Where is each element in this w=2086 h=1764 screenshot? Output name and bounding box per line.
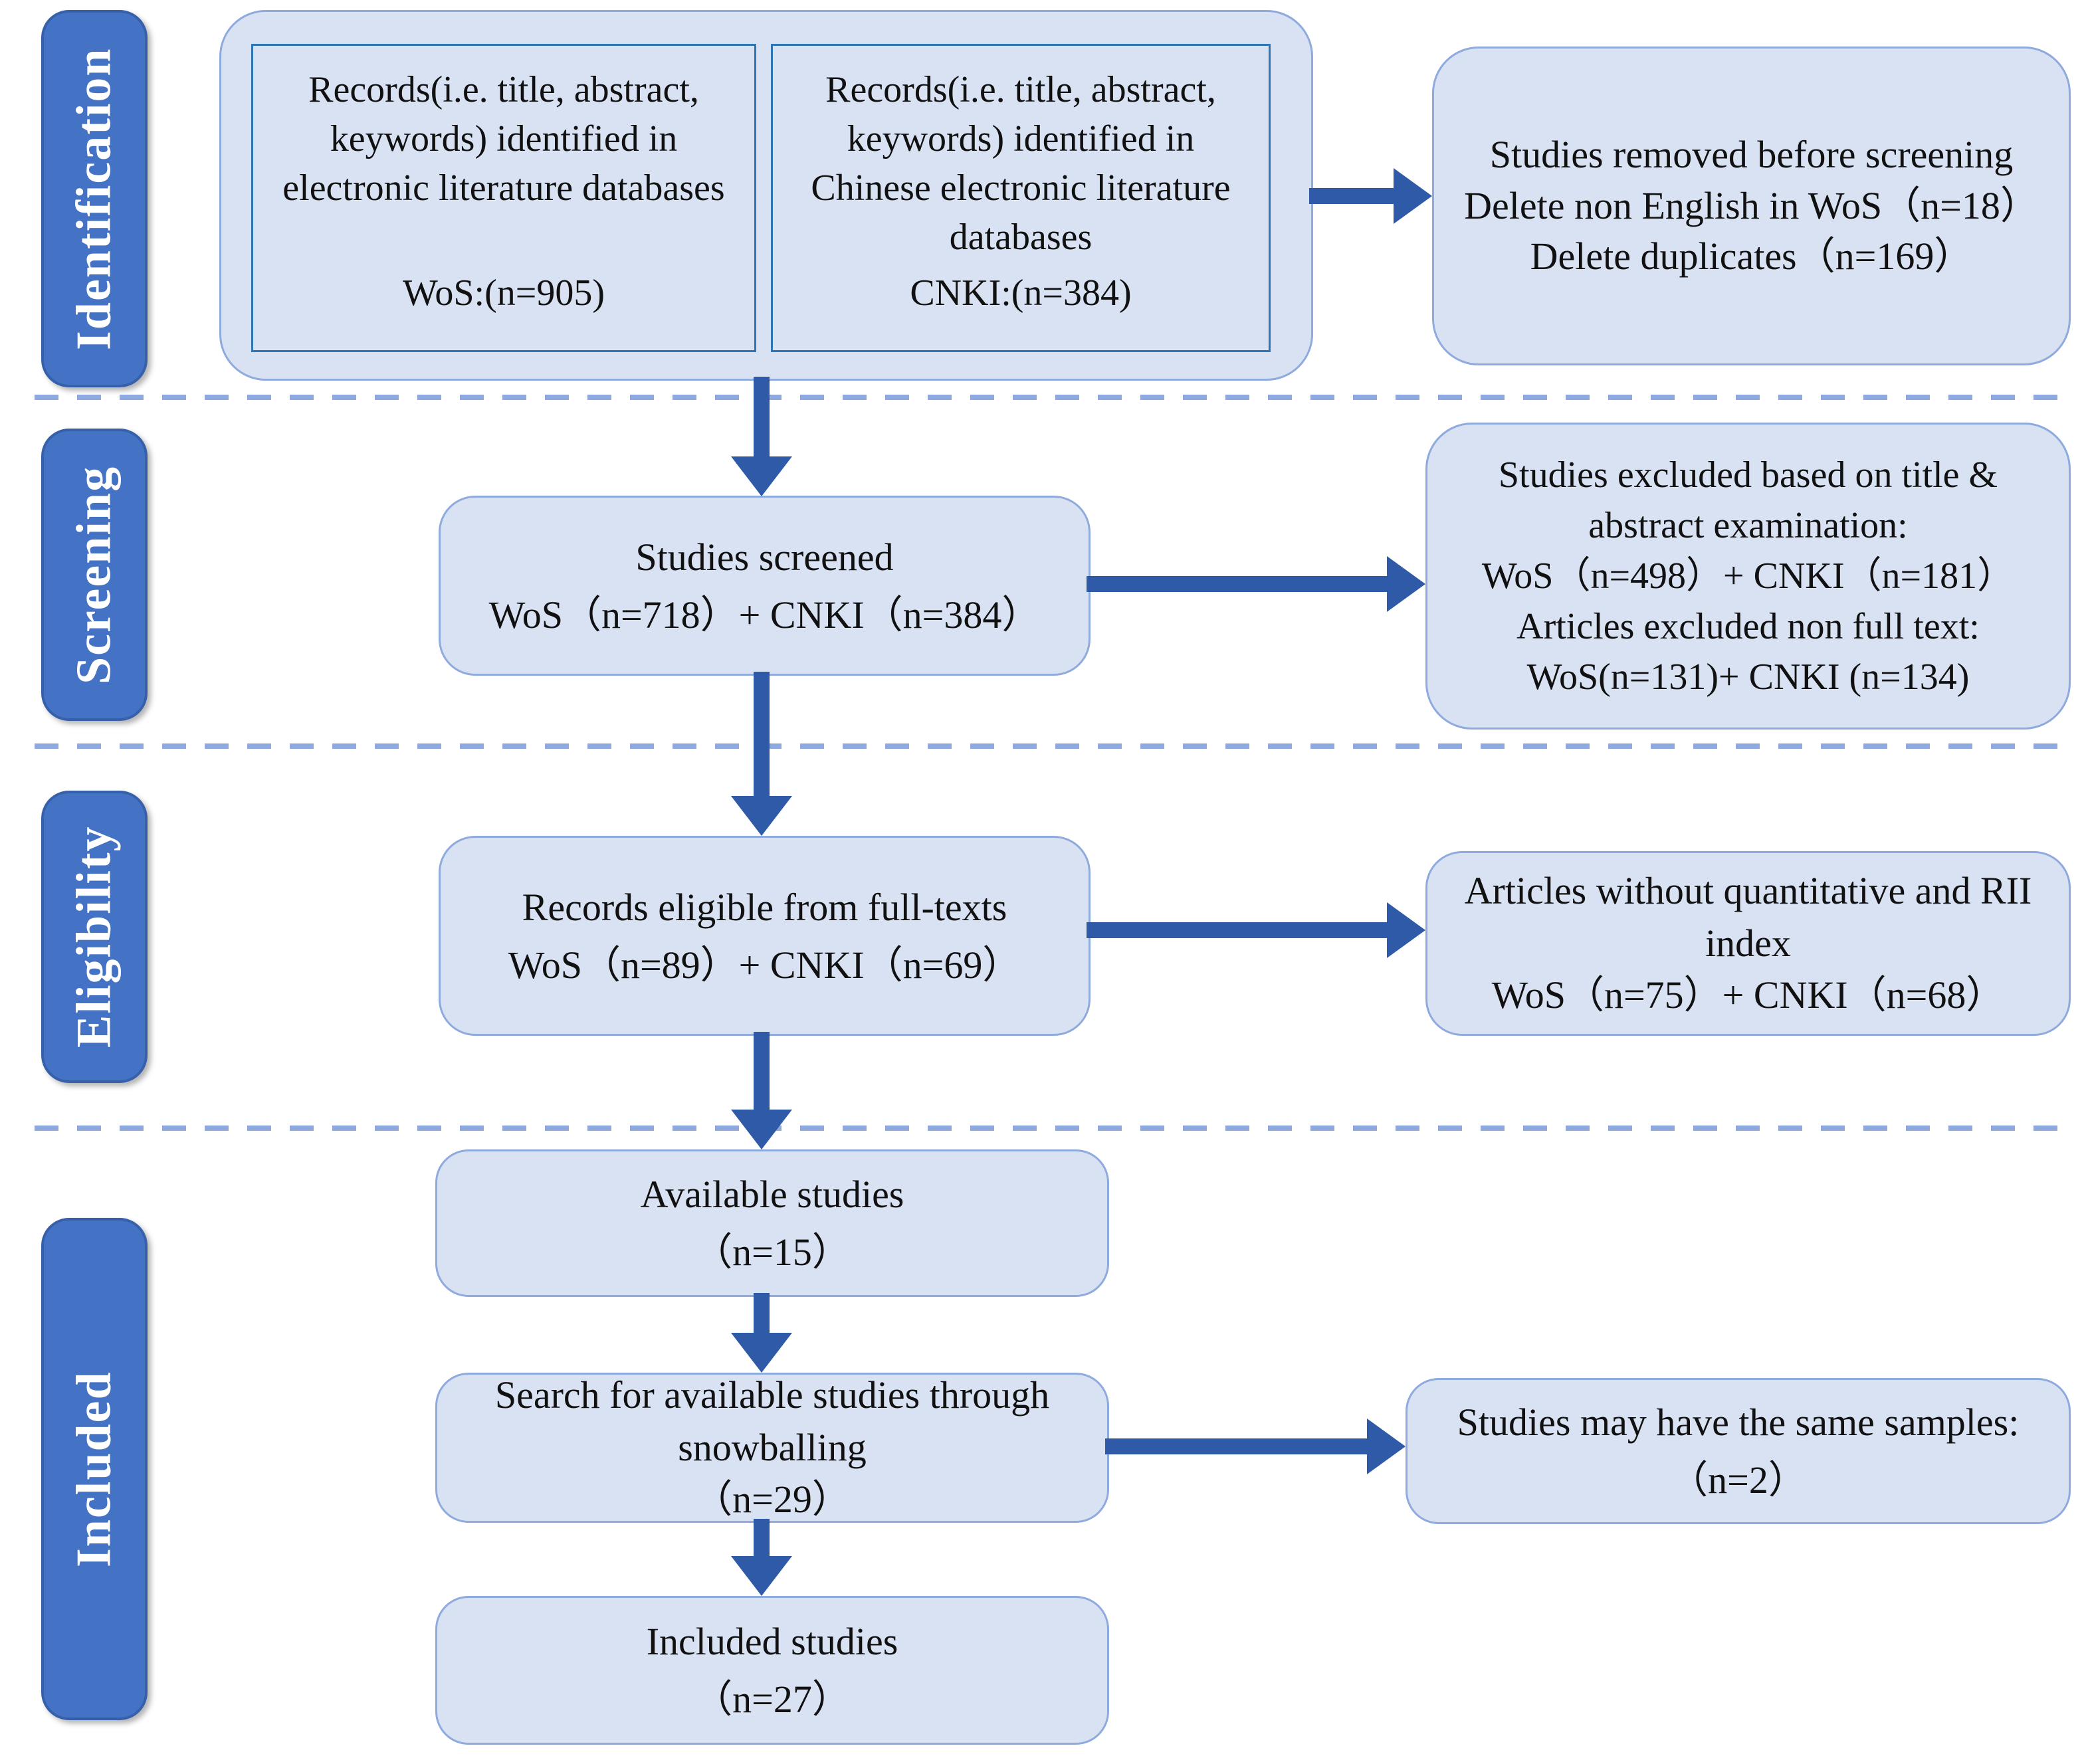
- arrow-head: [731, 456, 792, 496]
- stage-label-eligibility: Eligibility: [41, 791, 148, 1083]
- box-text-line: Articles excluded non full text:: [1516, 606, 1980, 648]
- box-text-line: Delete duplicates（n=169）: [1530, 235, 1973, 278]
- box-text-line: Studies removed before screening: [1489, 133, 2014, 177]
- box-text-line: WoS（n=718）+ CNKI（n=384）: [488, 593, 1041, 637]
- box-text-line: （n=27）: [694, 1678, 851, 1721]
- records-cnki-box: Records(i.e. title, abstract, keywords) …: [771, 44, 1271, 352]
- box-text-line: Search for available studies through: [494, 1373, 1050, 1417]
- arrow-stem: [754, 672, 770, 801]
- box-text-line: Studies screened: [635, 535, 894, 579]
- box-text-line: Included studies: [646, 1620, 898, 1663]
- arrow-stem: [1087, 576, 1391, 592]
- snowballing-box: Search for available studies through sno…: [435, 1373, 1109, 1523]
- section-divider-1: [35, 395, 2068, 400]
- articles-without-rii-box: Articles without quantitative and RII in…: [1425, 851, 2071, 1036]
- arrow-stem: [754, 1519, 770, 1561]
- box-text-line: WoS（n=89）+ CNKI（n=69）: [508, 943, 1021, 987]
- box-text-line: Records(i.e. title, abstract,: [308, 69, 699, 110]
- down-arrow-icon: [731, 1519, 792, 1596]
- box-text-line: （n=2）: [1669, 1458, 1807, 1502]
- box-text-line: index: [1705, 921, 1791, 965]
- records-eligible-box: Records eligible from full-texts WoS（n=8…: [439, 836, 1091, 1036]
- section-divider-2: [35, 743, 2068, 749]
- box-text-line: keywords) identified in: [847, 118, 1195, 159]
- arrow-head: [731, 1110, 792, 1149]
- cnki-count: CNKI:(n=384): [910, 272, 1132, 314]
- box-text-line: Records eligible from full-texts: [522, 885, 1007, 929]
- arrow-stem: [1087, 922, 1391, 938]
- box-text-line: abstract examination:: [1588, 504, 1908, 546]
- box-text-line: （n=29）: [694, 1478, 851, 1521]
- box-text-line: Chinese electronic literature: [811, 167, 1231, 209]
- studies-excluded-box: Studies excluded based on title & abstra…: [1425, 423, 2071, 730]
- right-arrow-icon: [1087, 556, 1425, 612]
- box-text-line: （n=15）: [694, 1230, 851, 1274]
- box-text-line: electronic literature databases: [282, 167, 725, 209]
- arrow-stem: [1309, 188, 1398, 204]
- box-text-line: Articles without quantitative and RII: [1464, 868, 2032, 912]
- down-arrow-icon: [731, 1032, 792, 1149]
- studies-removed-box: Studies removed before screening Delete …: [1432, 47, 2071, 365]
- arrow-stem: [754, 1032, 770, 1115]
- records-wos-box: Records(i.e. title, abstract, keywords) …: [251, 44, 756, 352]
- box-text-line: Records(i.e. title, abstract,: [825, 69, 1216, 110]
- arrow-head: [731, 1333, 792, 1373]
- included-studies-box: Included studies （n=27）: [435, 1596, 1109, 1745]
- arrow-stem: [1105, 1438, 1371, 1454]
- studies-screened-box: Studies screened WoS（n=718）+ CNKI（n=384）: [439, 496, 1091, 676]
- same-samples-box: Studies may have the same samples: （n=2）: [1406, 1378, 2071, 1524]
- right-arrow-icon: [1087, 902, 1425, 958]
- arrow-head: [1387, 556, 1425, 612]
- wos-count: WoS:(n=905): [403, 272, 605, 314]
- down-arrow-icon: [731, 1293, 792, 1373]
- box-text-line: keywords) identified in: [330, 118, 678, 159]
- available-studies-box: Available studies （n=15）: [435, 1149, 1109, 1297]
- box-text-line: Studies excluded based on title &: [1498, 454, 1998, 496]
- arrow-stem: [754, 1293, 770, 1338]
- box-text-line: databases: [949, 216, 1093, 258]
- down-arrow-icon: [731, 672, 792, 836]
- box-text-line: snowballing: [678, 1425, 867, 1469]
- arrow-head: [1367, 1419, 1406, 1474]
- stage-label-included: Included: [41, 1218, 148, 1720]
- right-arrow-icon: [1309, 168, 1432, 224]
- box-text-line: WoS（n=498）+ CNKI（n=181）: [1481, 555, 2015, 597]
- down-arrow-icon: [731, 377, 792, 496]
- arrow-head: [1387, 902, 1425, 958]
- arrow-head: [1394, 168, 1432, 224]
- right-arrow-icon: [1105, 1419, 1406, 1474]
- box-text-line: WoS(n=131)+ CNKI (n=134): [1526, 656, 1970, 698]
- arrow-head: [731, 1556, 792, 1596]
- box-text-line: Available studies: [640, 1173, 904, 1216]
- arrow-stem: [754, 377, 770, 462]
- stage-label-identification: Identification: [41, 10, 148, 387]
- box-text-line: Studies may have the same samples:: [1457, 1401, 2020, 1444]
- section-divider-3: [35, 1126, 2068, 1131]
- arrow-head: [731, 796, 792, 836]
- stage-label-screening: Screening: [41, 429, 148, 721]
- box-text-line: WoS（n=75）+ CNKI（n=68）: [1491, 973, 2005, 1017]
- box-text-line: Delete non English in WoS（n=18）: [1464, 183, 2039, 227]
